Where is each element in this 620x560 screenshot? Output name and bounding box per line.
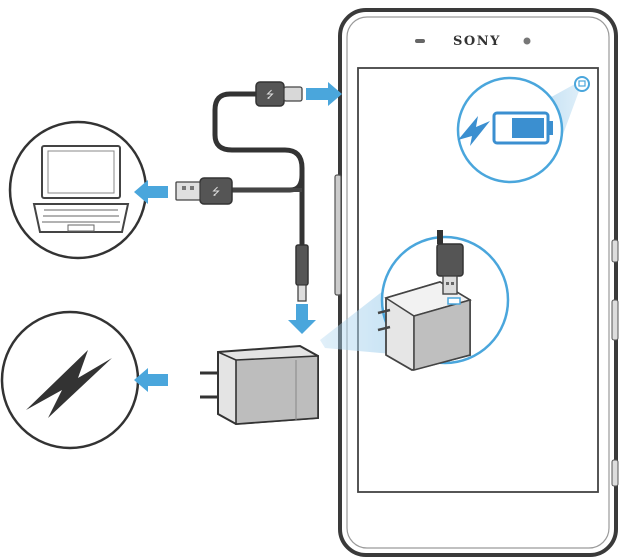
power-button <box>611 239 619 263</box>
battery-charging-icon <box>458 111 553 146</box>
usb-port-highlight <box>447 297 461 305</box>
battery-callout <box>456 76 590 184</box>
usb-a-plug-bottom <box>297 284 307 302</box>
charge-bolt-icon <box>458 116 490 146</box>
earpiece <box>415 39 425 43</box>
front-camera <box>523 37 531 45</box>
usb-cable <box>212 91 309 302</box>
volume-button <box>611 299 619 341</box>
notification-battery-mini <box>578 80 586 87</box>
micro-usb-plug-icon: ⭍ <box>255 81 303 107</box>
brand-label: SONY <box>453 34 501 49</box>
power-callout <box>0 310 140 450</box>
laptop-icon <box>32 145 130 233</box>
arrow-right-to-phone <box>306 82 342 106</box>
arrow-left-to-power <box>134 368 168 392</box>
side-port-cover <box>334 174 342 296</box>
arrow-left-to-laptop <box>134 180 168 204</box>
usb-plug-icon: ⭍ <box>175 177 233 205</box>
usb-symbol-icon: ⭍ <box>266 89 274 101</box>
laptop-callout <box>8 120 148 260</box>
arrow-down-to-charger <box>288 304 316 334</box>
zoom-usb-plug-icon <box>436 230 464 295</box>
wall-charger-icon <box>200 344 319 426</box>
camera-button <box>611 459 619 487</box>
charger-callout <box>320 230 510 371</box>
lightning-bolt-icon <box>26 350 112 418</box>
cable-strain-relief <box>295 244 309 286</box>
direction-arrows <box>134 82 342 392</box>
usb-symbol-icon: ⭍ <box>212 186 220 198</box>
